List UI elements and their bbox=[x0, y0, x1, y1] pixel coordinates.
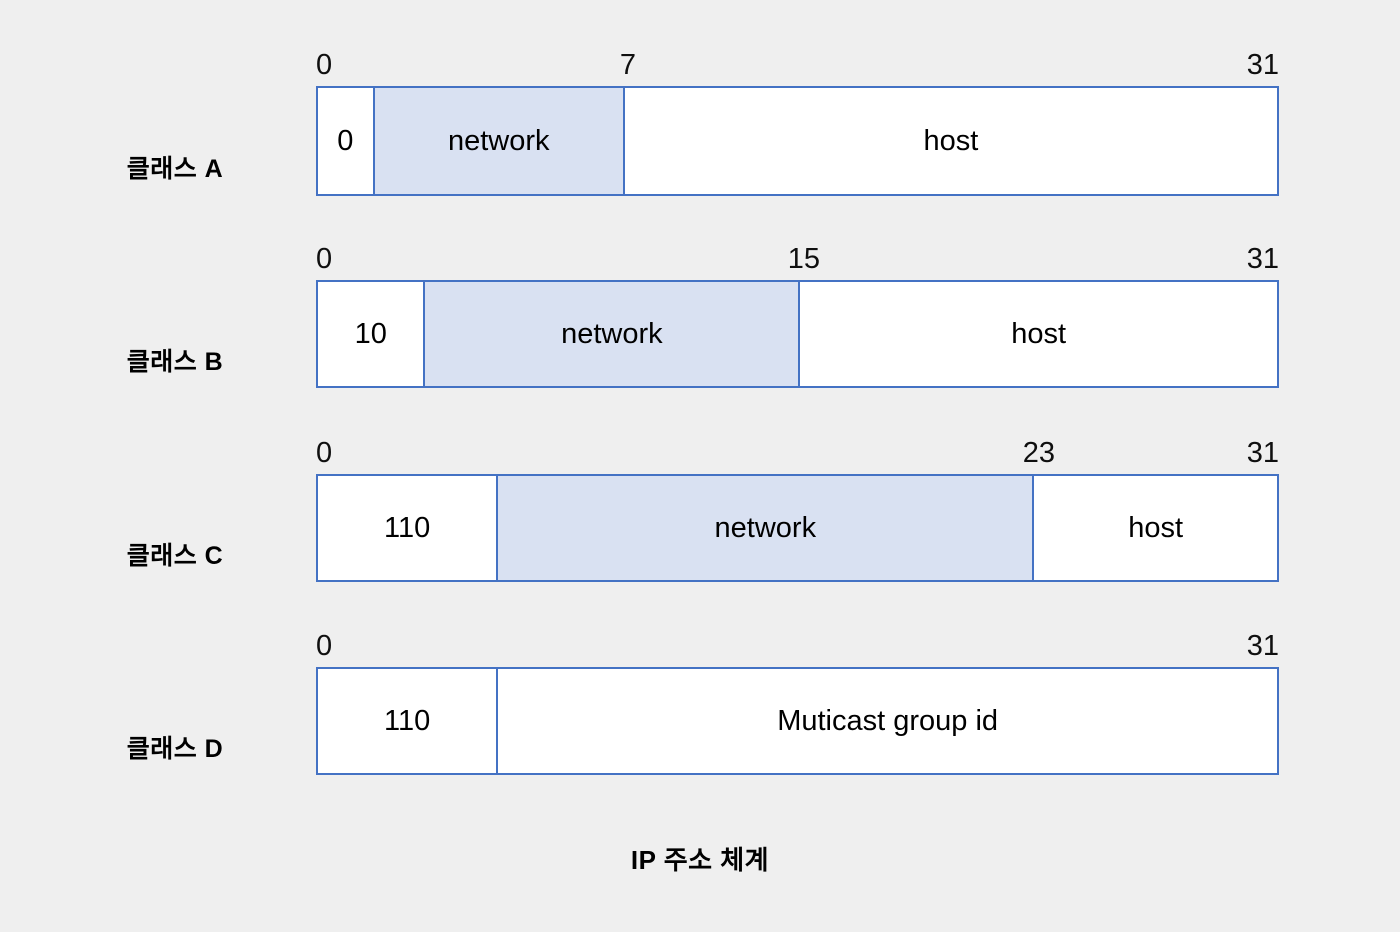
bit-tick-c-23: 23 bbox=[1022, 437, 1055, 469]
field-a-host: host bbox=[624, 88, 1277, 194]
address-bar-b: 10 network host bbox=[316, 280, 1279, 388]
class-row-label-b: 클래스 B bbox=[126, 348, 224, 376]
bit-tick-d-0: 0 bbox=[316, 630, 333, 662]
bit-tick-b-15: 15 bbox=[787, 243, 820, 275]
bit-tick-a-7: 7 bbox=[619, 49, 636, 81]
bit-ticks-a: 0 7 31 bbox=[316, 44, 1279, 86]
bit-ticks-d: 0 31 bbox=[316, 625, 1279, 667]
bit-tick-b-31: 31 bbox=[1246, 243, 1279, 275]
address-bar-d: 110 Muticast group id bbox=[316, 667, 1279, 775]
field-a-prefix: 0 bbox=[318, 88, 375, 194]
field-c-prefix: 110 bbox=[318, 476, 499, 580]
bit-ticks-b: 0 15 31 bbox=[316, 238, 1279, 280]
class-row-label-a: 클래스 A bbox=[126, 155, 224, 183]
bit-tick-c-31: 31 bbox=[1246, 437, 1279, 469]
address-bar-c: 110 network host bbox=[316, 474, 1279, 582]
field-d-prefix: 110 bbox=[318, 669, 499, 773]
field-c-network: network bbox=[498, 476, 1035, 580]
field-b-host: host bbox=[800, 282, 1277, 386]
bit-tick-a-31: 31 bbox=[1246, 49, 1279, 81]
field-c-host: host bbox=[1034, 476, 1277, 580]
bit-ticks-c: 0 23 31 bbox=[316, 432, 1279, 474]
class-row-label-c: 클래스 C bbox=[126, 542, 224, 570]
class-row-label-d: 클래스 D bbox=[126, 735, 224, 763]
field-a-network: network bbox=[374, 88, 625, 194]
field-b-prefix: 10 bbox=[318, 282, 426, 386]
bit-tick-c-0: 0 bbox=[316, 437, 333, 469]
bit-tick-a-0: 0 bbox=[316, 49, 333, 81]
bit-tick-b-0: 0 bbox=[316, 243, 333, 275]
bit-tick-d-31: 31 bbox=[1246, 630, 1279, 662]
address-bar-a: 0 network host bbox=[316, 86, 1279, 196]
diagram-caption: IP 주소 체계 bbox=[630, 845, 770, 875]
field-b-network: network bbox=[425, 282, 801, 386]
field-d-multicast: Muticast group id bbox=[498, 669, 1277, 773]
